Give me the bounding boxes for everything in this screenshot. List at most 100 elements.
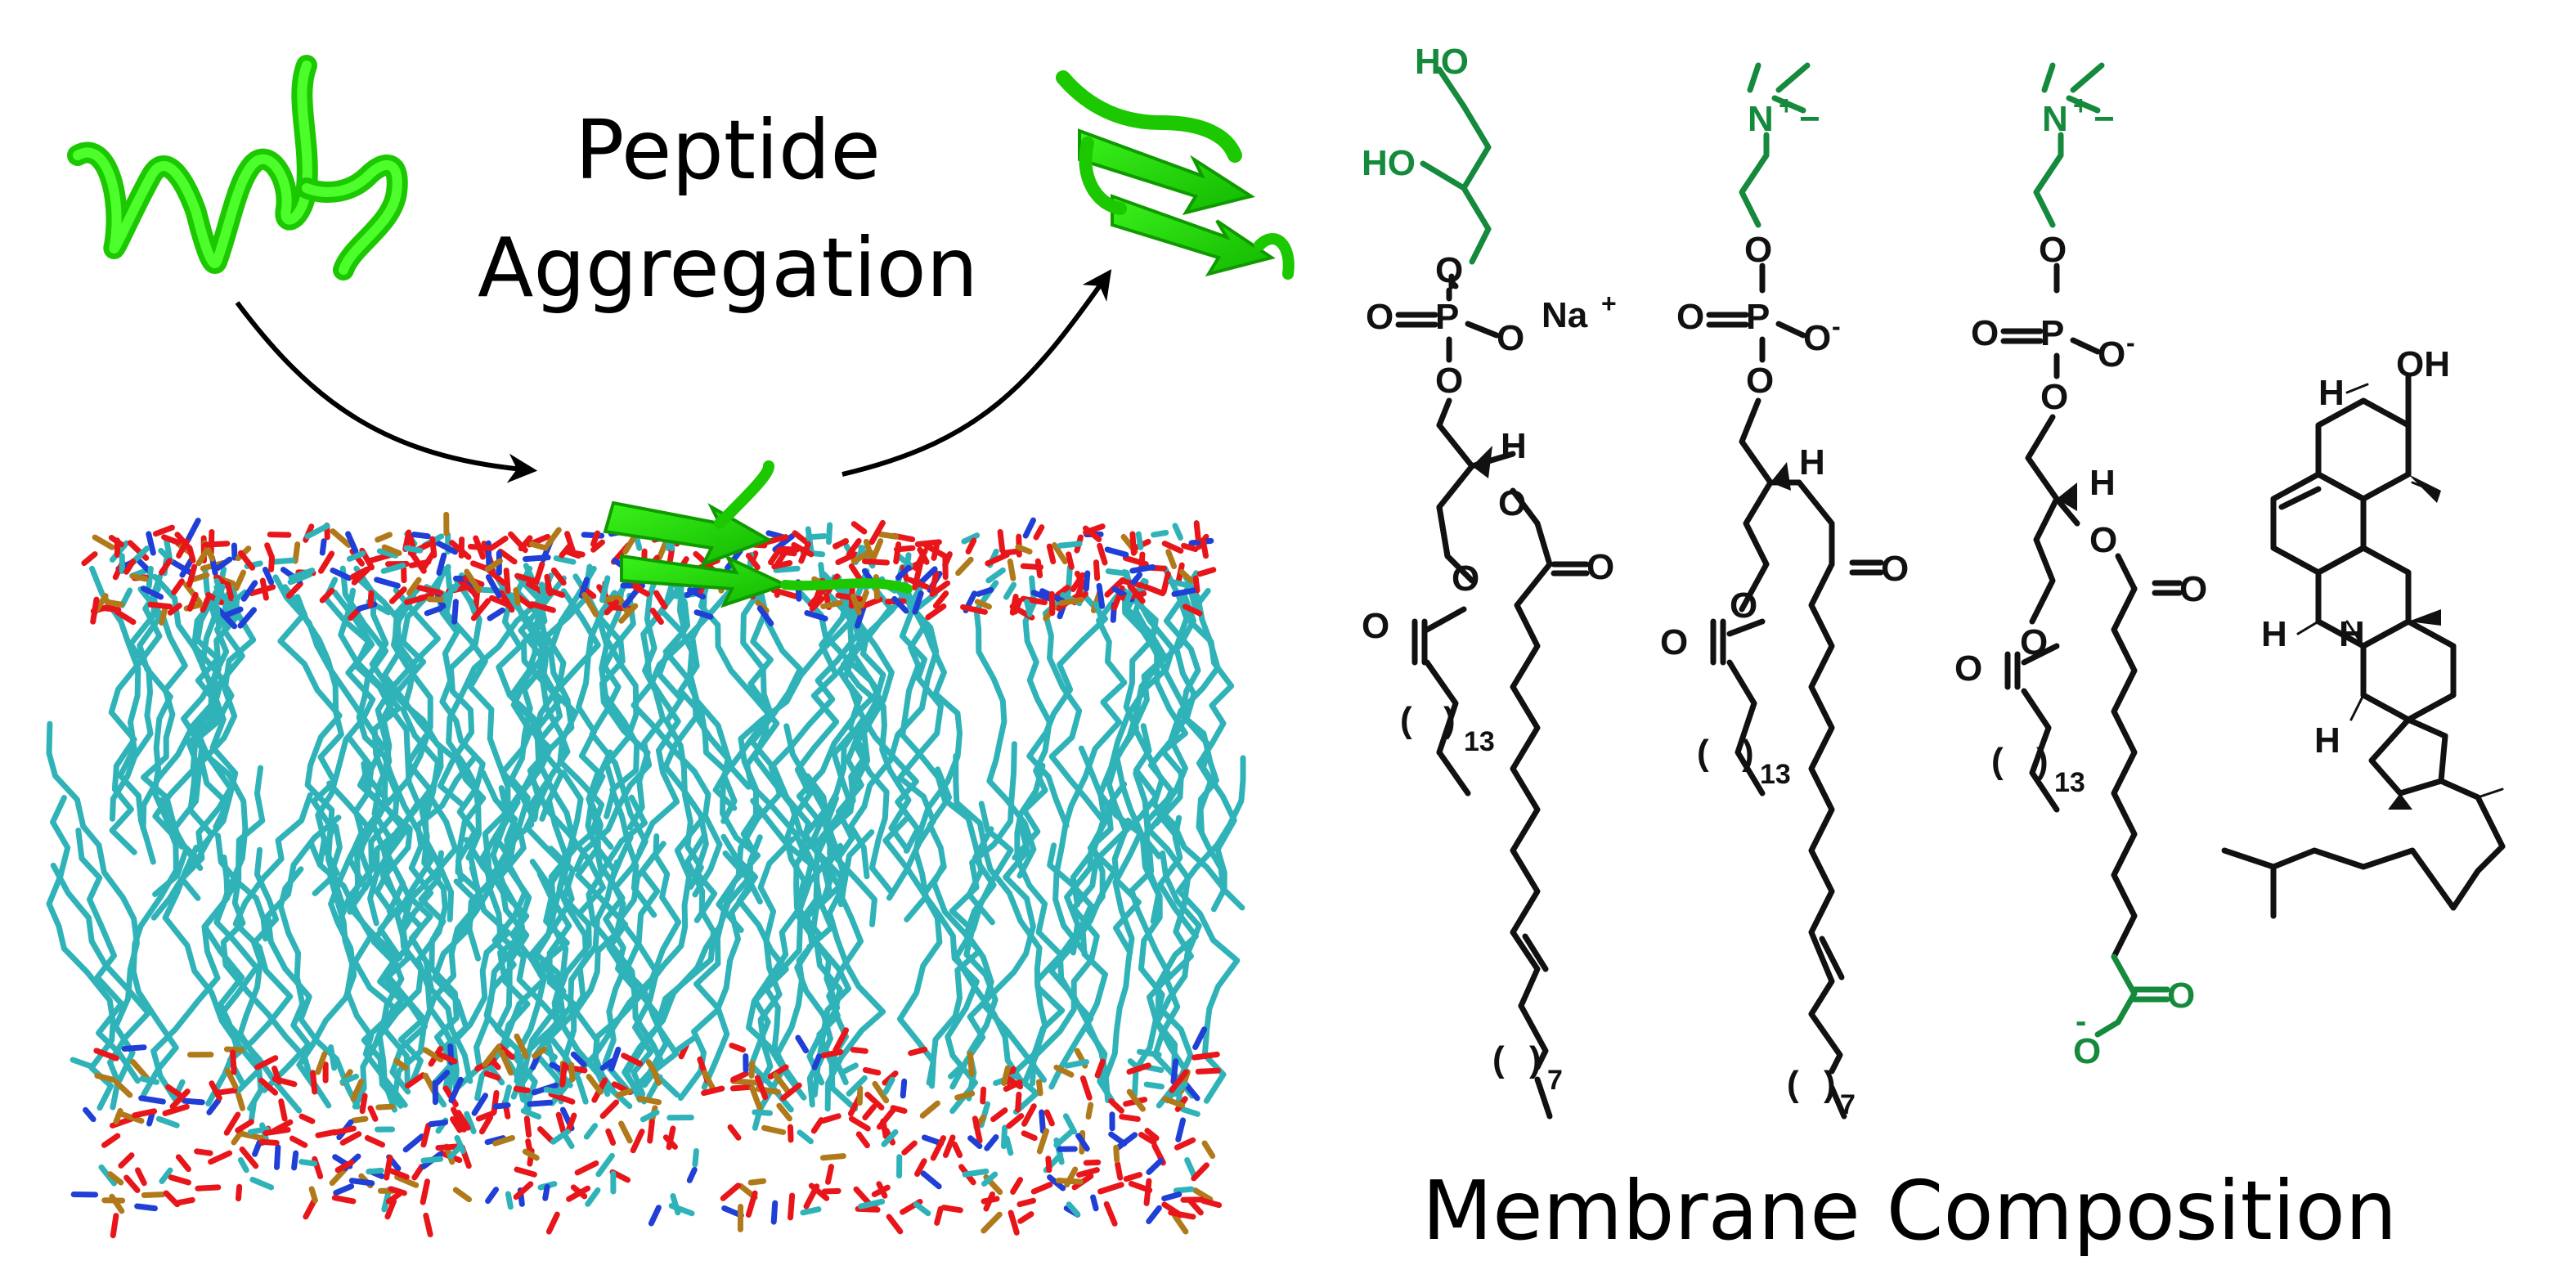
lipid-headgroup-atom	[249, 1177, 275, 1191]
lipid-headgroup-atom	[513, 1181, 534, 1200]
pg-o-dbl-3: O	[1362, 606, 1389, 646]
membrane-composition-label: Membrane Composition	[1422, 1163, 2397, 1259]
lipid-tail	[1156, 815, 1199, 1105]
lipid-tail	[949, 741, 1017, 1102]
lipid-headgroup-atom	[406, 577, 422, 596]
lipid-headgroup-atom	[985, 567, 1006, 584]
lipid-headgroup-atom	[158, 558, 173, 576]
lipid-headgroup-atom	[118, 1152, 135, 1169]
pc-sub-7: 7	[1840, 1089, 1856, 1120]
lipid-headgroup-atom	[1151, 529, 1169, 538]
lipid-headgroup-atom	[375, 1103, 395, 1111]
lipid-headgroup-atom	[130, 1058, 150, 1081]
lipid-headgroup-atom	[388, 1186, 407, 1196]
lipid-headgroup-atom	[216, 607, 238, 630]
lipid-headgroup-atom	[331, 1125, 357, 1136]
lipid-headgroup-atom	[262, 567, 275, 586]
lipid-headgroup-atom	[850, 593, 862, 616]
lipid-headgroup-atom	[1082, 525, 1102, 542]
lipid-headgroup-atom	[195, 1184, 222, 1192]
lipid-headgroup-atom	[247, 1126, 270, 1135]
lipid-tail	[1114, 591, 1196, 859]
lipid-headgroup-atom	[114, 608, 137, 626]
lipid-headgroup-atom	[595, 1152, 615, 1178]
lipid-headgroup-atom	[544, 573, 554, 597]
lipid-headgroup-atom	[1075, 1167, 1100, 1178]
lipid-headgroup-atom	[545, 527, 562, 548]
lipid-headgroup-atom	[224, 1067, 239, 1089]
lipid-headgroup-atom	[508, 531, 528, 554]
lipid-tail	[926, 861, 982, 1086]
lipid-tail	[573, 571, 666, 873]
lipid-headgroup-atom	[608, 1046, 622, 1072]
lipid-tail	[1026, 589, 1109, 829]
lipid-headgroup-atom	[692, 1147, 699, 1168]
lipid-oxpc-structure: N + −	[1954, 62, 2207, 1071]
lipid-headgroup-atom	[487, 607, 505, 622]
lipid-headgroup-atom	[1083, 570, 1091, 592]
lipid-headgroup-atom	[1129, 564, 1156, 574]
lipid-headgroup-atom	[464, 568, 482, 594]
lipid-headgroup-atom	[1021, 1130, 1038, 1142]
lipid-headgroup-atom	[1126, 1062, 1151, 1075]
lipid-headgroup-atom	[138, 1095, 166, 1105]
lipid-headgroup-atom	[1021, 1103, 1037, 1127]
lipid-headgroup-atom	[483, 1070, 501, 1081]
lipid-headgroup-atom	[289, 1135, 308, 1148]
pc-o-3: O	[1730, 586, 1757, 626]
pc-n: N	[1748, 99, 1774, 139]
lipid-headgroup-atom	[583, 1123, 599, 1140]
lipid-headgroup-atom	[107, 1171, 124, 1186]
lipid-tail	[783, 586, 853, 931]
oxpc-p: P	[2040, 313, 2064, 353]
lipid-headgroup-atom	[298, 1113, 316, 1124]
lipid-headgroup-atom	[168, 1174, 191, 1186]
pg-h: H	[1501, 426, 1527, 466]
lipid-headgroup-atom	[1200, 1198, 1223, 1209]
lipid-tail	[815, 562, 883, 908]
lipid-headgroup-atom	[428, 1119, 449, 1128]
lipid-headgroup-atom	[776, 549, 797, 557]
lipid-headgroup-atom	[850, 521, 868, 535]
lipid-headgroup-atom	[315, 1051, 328, 1075]
pg-paren-13-close: )	[1443, 700, 1456, 740]
lipid-headgroup-atom	[880, 1118, 889, 1139]
lipid-headgroup-atom	[820, 599, 843, 609]
lipid-headgroup-atom	[108, 535, 125, 548]
lipid-headgroup-atom	[514, 1033, 530, 1059]
chemical-structures: HO HO	[1362, 42, 2506, 1120]
lipid-headgroup-atom	[238, 550, 256, 571]
lipid-headgroup-atom	[1183, 1081, 1200, 1102]
lipid-headgroup-atom	[615, 1088, 633, 1098]
lipid-headgroup-atom	[491, 1090, 500, 1115]
lipid-headgroup-atom	[913, 1201, 931, 1217]
lipid-headgroup-atom	[770, 1200, 779, 1225]
pc-o-dbl-2: O	[1881, 549, 1909, 589]
lipid-headgroup-atom	[161, 534, 182, 545]
lipid-headgroup-atom	[1178, 568, 1195, 584]
lipid-tail	[720, 590, 774, 824]
lipid-headgroup-atom	[237, 1156, 249, 1174]
lipid-tail	[497, 565, 548, 879]
lipid-headgroup-atom	[139, 1075, 160, 1085]
pg-o-1: O	[1435, 250, 1463, 290]
lipid-headgroup-atom	[92, 534, 115, 550]
lipid-headgroup-atom	[819, 1113, 841, 1124]
lipid-headgroup-atom	[497, 548, 518, 565]
lipid-tail	[220, 765, 332, 1109]
lipid-headgroup-atom	[752, 1109, 774, 1116]
lipid-headgroup-atom	[167, 603, 182, 616]
lipid-headgroup-atom	[513, 1085, 531, 1093]
lipid-headgroup-atom	[1108, 1131, 1128, 1147]
lipid-tail	[698, 581, 810, 863]
lipid-headgroup-atom	[855, 1131, 870, 1149]
lipid-headgroup-atom	[1003, 1135, 1014, 1156]
lipid-tail	[199, 583, 257, 830]
lipid-headgroup-atom	[452, 1187, 473, 1203]
lipid-headgroup-atom	[1046, 543, 1057, 565]
oxpc-n-plus: +	[2073, 91, 2089, 120]
lipid-headgroup-atom	[1184, 1157, 1198, 1180]
lipid-headgroup-atom	[901, 1140, 918, 1156]
lipid-tail	[973, 580, 1037, 879]
lipid-headgroup-atom	[484, 558, 503, 572]
